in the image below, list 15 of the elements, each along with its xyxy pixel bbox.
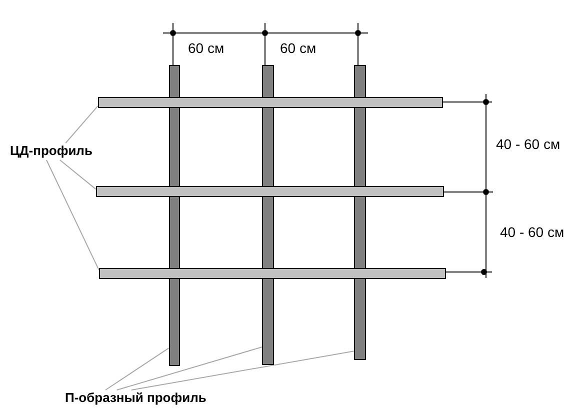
leader-line — [105, 347, 170, 390]
part-label: ЦД-профиль — [10, 143, 92, 159]
leader-line — [46, 160, 100, 271]
part-label: П-образный профиль — [65, 390, 206, 406]
leader-line — [65, 105, 98, 144]
horizontal-profile-bar — [98, 97, 443, 108]
dimension-label: 40 - 60 см — [500, 224, 564, 240]
dimension-label: 60 см — [188, 40, 224, 56]
leader-line — [130, 350, 354, 390]
horizontal-profile-bar — [99, 268, 446, 279]
leader-line — [59, 160, 96, 190]
dimension-label: 60 см — [280, 40, 316, 56]
dimension-label: 40 - 60 см — [496, 136, 560, 152]
leader-line — [116, 346, 262, 390]
horizontal-profile-bar — [96, 186, 444, 197]
